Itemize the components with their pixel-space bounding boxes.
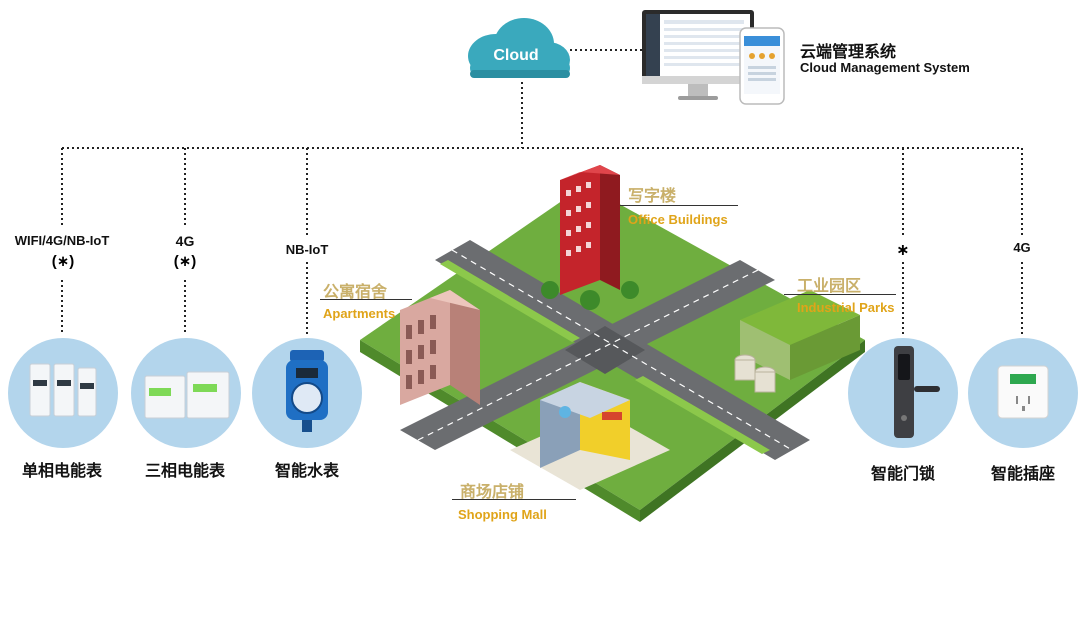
- bluetooth-icon: ∗: [896, 242, 910, 259]
- system-title-en: Cloud Management System: [800, 60, 970, 75]
- protocol-label-1: WIFI/4G/NB-IoT: [14, 233, 110, 248]
- zone-apartments-cn: 公寓宿舍: [323, 282, 388, 301]
- smart-socket-circle[interactable]: [968, 338, 1078, 448]
- bluetooth-note-2: (∗): [173, 253, 197, 270]
- device-name-water-meter: 智能水表: [274, 463, 339, 480]
- zone-office-cn: 写字楼: [628, 186, 677, 205]
- apartment-building: [400, 290, 480, 405]
- city-illustration: [360, 165, 865, 522]
- zone-office-en: Office Buildings: [628, 212, 728, 227]
- zone-apartments-line: [320, 299, 412, 300]
- zone-mall-en: Shopping Mall: [458, 507, 547, 522]
- smart-lock-circle[interactable]: [848, 338, 958, 448]
- monitor-icon: [642, 10, 785, 105]
- single-phase-meter-icon: [29, 363, 97, 417]
- water-meter-icon: [286, 350, 328, 432]
- protocol-label-5: 4G: [1013, 240, 1031, 255]
- zone-office-line: [620, 205, 738, 206]
- three-phase-meter-circle[interactable]: [131, 338, 241, 448]
- single-phase-meter-circle[interactable]: [8, 338, 118, 448]
- three-phase-meter-icon: [144, 371, 230, 419]
- zone-mall-cn: 商场店铺: [460, 482, 525, 501]
- smart-lock-icon: [894, 346, 940, 438]
- zone-mall-line: [452, 499, 576, 500]
- zone-industrial-en: Industrial Parks: [797, 300, 895, 315]
- shopping-mall: [510, 382, 670, 490]
- device-name-single-phase: 单相电能表: [21, 463, 102, 480]
- device-name-smart-socket: 智能插座: [990, 466, 1055, 483]
- smart-socket-icon: [997, 365, 1049, 419]
- bluetooth-icon: ∗: [178, 253, 192, 270]
- protocol-label-2: 4G: [175, 233, 195, 249]
- zone-industrial-cn: 工业园区: [797, 276, 862, 295]
- bluetooth-note-1: (∗): [51, 253, 75, 270]
- bluetooth-icon: ∗: [56, 253, 70, 270]
- water-meter-circle[interactable]: [252, 338, 362, 448]
- cloud-icon: [468, 18, 570, 78]
- zone-apartments-en: Apartments: [323, 306, 396, 321]
- cloud: Cloud: [456, 14, 576, 86]
- device-name-smart-lock: 智能门锁: [870, 466, 935, 483]
- office-building: [541, 165, 639, 310]
- cloud-label: Cloud: [493, 47, 539, 64]
- industrial-building: [734, 290, 860, 393]
- zone-industrial-line: [784, 294, 896, 295]
- system-title-cn: 云端管理系统: [800, 44, 897, 61]
- device-name-three-phase: 三相电能表: [144, 463, 225, 480]
- protocol-label-3: NB-IoT: [285, 242, 329, 257]
